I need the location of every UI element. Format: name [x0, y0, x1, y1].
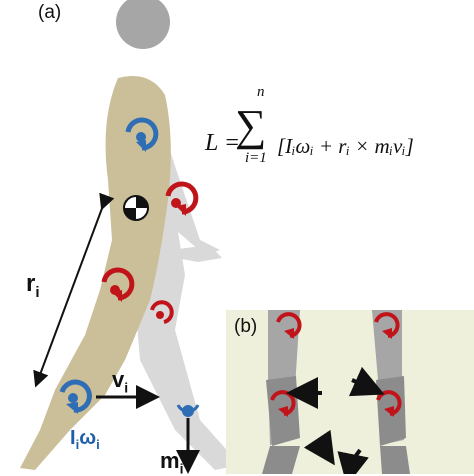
label-inertia-omega: Iiωi — [70, 427, 100, 452]
head — [116, 0, 170, 49]
equation-lhs: L = — [205, 130, 241, 156]
force-arrow — [348, 366, 385, 397]
rotation-arrow-icon — [59, 379, 92, 414]
mass-point-icon — [176, 404, 200, 474]
rotation-arrow-icon — [276, 312, 302, 339]
panel-a-label: (a) — [38, 2, 62, 23]
torso-front-leg — [20, 76, 171, 470]
rotation-arrow-icon — [125, 117, 159, 152]
label-velocity: vi — [112, 367, 129, 396]
walking-figure — [20, 0, 240, 470]
panel-b-label: (b) — [234, 316, 258, 337]
rotation-arrow-icon — [165, 181, 199, 216]
curved-arrow — [337, 448, 369, 474]
rotation-arrow-icon — [374, 312, 400, 339]
position-vector-arrow — [33, 192, 115, 388]
curved-arrow — [303, 429, 335, 466]
sum-symbol: ∑ — [235, 101, 267, 150]
label-mass: mi — [160, 448, 184, 476]
panel-b — [226, 310, 474, 474]
label-position-vector: ri — [26, 270, 40, 301]
sum-lower-limit: i=1 — [245, 150, 267, 166]
rotation-arrow-icon — [101, 267, 135, 302]
center-of-mass-icon — [123, 195, 149, 221]
sum-upper-limit: n — [257, 84, 265, 100]
equation-rhs: [Iᵢωᵢ + rᵢ × mᵢvᵢ] — [277, 134, 414, 158]
rotation-arrow-icon — [150, 300, 174, 324]
